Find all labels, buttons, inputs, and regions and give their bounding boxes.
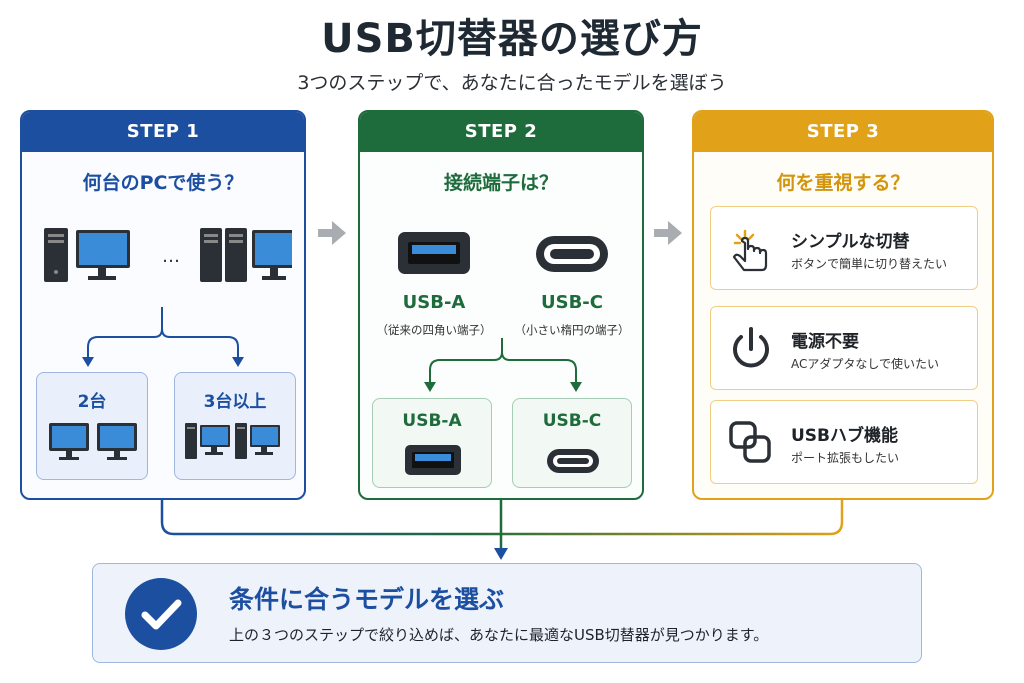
step1-header: STEP 1 bbox=[22, 112, 304, 152]
step1-question: 何台のPCで使う？ bbox=[82, 172, 244, 194]
two-monitors-icon bbox=[49, 423, 137, 460]
step2-question: 接続端子は？ bbox=[443, 172, 558, 194]
svg-text:…: … bbox=[162, 246, 180, 267]
step3-option-usb-hub[interactable]: USBハブ機能 ポート拡張もしたい bbox=[710, 400, 978, 484]
hub-squares-icon bbox=[729, 421, 771, 463]
usb-c-port-icon bbox=[547, 449, 599, 473]
port-name: USB-A bbox=[402, 292, 466, 313]
arrow-right-icon bbox=[318, 221, 346, 245]
step2-option-usb-c[interactable]: USB-C bbox=[512, 398, 632, 488]
port-desc: （小さい楕円の端子） bbox=[514, 323, 630, 337]
step1-branch-arrows bbox=[82, 307, 244, 367]
option-title: 電源不要 bbox=[791, 332, 859, 352]
port-name: USB-C bbox=[541, 292, 603, 313]
option-title: シンプルな切替 bbox=[791, 232, 910, 252]
checkmark-icon bbox=[125, 578, 197, 650]
step2-header: STEP 2 bbox=[360, 112, 642, 152]
step3-option-simple-switch[interactable]: シンプルな切替 ボタンで簡単に切り替えたい bbox=[710, 206, 978, 290]
result-desc: 上の３つのステップで絞り込めば、あなたに最適なUSB切替器が見つかります。 bbox=[229, 626, 769, 644]
power-icon bbox=[733, 327, 769, 368]
step3-card: STEP 3 何を重視する？ シンプルな切替 ボタンで簡単に切り替えたい 電源不… bbox=[692, 110, 994, 500]
page-title: USB切替器の選び方 bbox=[321, 16, 703, 62]
option-desc: ポート拡張もしたい bbox=[791, 451, 900, 465]
port-desc: （従来の四角い端子） bbox=[376, 323, 492, 337]
result-title: 条件に合うモデルを選ぶ bbox=[229, 585, 505, 614]
step1-option-3plus[interactable]: 3台以上 bbox=[174, 372, 296, 480]
usb-a-port-icon bbox=[405, 445, 461, 475]
option-label: USB-A bbox=[402, 411, 462, 431]
step3-question: 何を重視する？ bbox=[776, 172, 910, 194]
multiple-pcs-icon bbox=[185, 423, 280, 459]
option-label: 2台 bbox=[77, 392, 107, 412]
tap-finger-icon bbox=[732, 229, 768, 272]
result-box: 条件に合うモデルを選ぶ 上の３つのステップで絞り込めば、あなたに最適なUSB切替… bbox=[92, 563, 922, 663]
usb-a-port-icon bbox=[398, 232, 470, 274]
option-label: 3台以上 bbox=[203, 392, 267, 412]
step1-option-2[interactable]: 2台 bbox=[36, 372, 148, 480]
page-subtitle: 3つのステップで、あなたに合ったモデルを選ぼう bbox=[297, 72, 727, 94]
step3-header: STEP 3 bbox=[694, 112, 992, 152]
option-title: USBハブ機能 bbox=[791, 426, 899, 446]
pc-set-icon: … bbox=[44, 228, 292, 282]
step1-card: STEP 1 何台のPCで使う？ … 2台 3台以上 bbox=[20, 110, 306, 500]
step3-option-no-power[interactable]: 電源不要 ACアダプタなしで使いたい bbox=[710, 306, 978, 390]
step2-branch-arrows bbox=[424, 338, 582, 392]
option-label: USB-C bbox=[542, 411, 602, 431]
option-desc: ボタンで簡単に切り替えたい bbox=[791, 257, 948, 271]
step2-option-usb-a[interactable]: USB-A bbox=[372, 398, 492, 488]
step2-card: STEP 2 接続端子は？ USB-A USB-C （従来の四角い端子） （小さ… bbox=[358, 110, 644, 500]
arrow-right-icon bbox=[654, 221, 682, 245]
usb-c-port-icon bbox=[536, 236, 608, 272]
option-desc: ACアダプタなしで使いたい bbox=[791, 357, 940, 371]
